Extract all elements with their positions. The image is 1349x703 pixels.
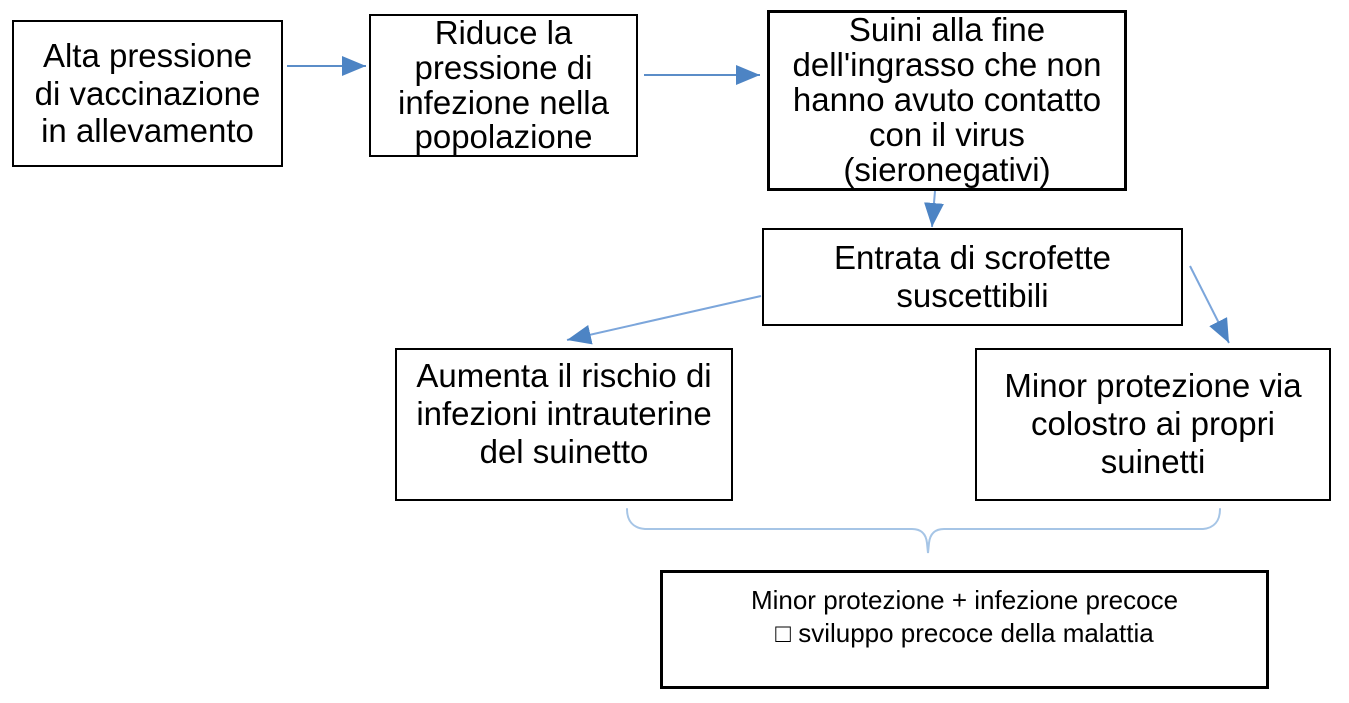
curly-brace-icon <box>626 508 1221 554</box>
node-alta-pressione: Alta pressione di vaccinazione in alleva… <box>12 20 283 167</box>
arrow-down-right-icon <box>1189 265 1230 344</box>
node-label: Aumenta il rischio di infezioni intraute… <box>416 357 712 470</box>
node-label: Minor protezione via colostro ai propri … <box>1004 367 1302 480</box>
node-rischio-intrauterine: Aumenta il rischio di infezioni intraute… <box>395 348 733 501</box>
node-suini-sieronegativi: Suini alla fine dell'ingrasso che non ha… <box>767 10 1127 191</box>
node-label: Alta pressione di vaccinazione in alleva… <box>34 36 261 150</box>
node-sviluppo-precoce: Minor protezione + infezione precoce □ s… <box>660 570 1269 689</box>
node-label: Entrata di scrofette suscettibili <box>834 239 1111 314</box>
node-entrata-scrofette: Entrata di scrofette suscettibili <box>762 228 1183 326</box>
node-label: Minor protezione + infezione precoce □ s… <box>750 585 1179 648</box>
node-minor-protezione-colostro: Minor protezione via colostro ai propri … <box>975 348 1331 501</box>
node-label: Riduce la pressione di infezione nella p… <box>398 13 609 156</box>
node-label: Suini alla fine dell'ingrasso che non ha… <box>792 11 1102 188</box>
arrow-down-icon <box>924 190 944 228</box>
node-riduce-pressione: Riduce la pressione di infezione nella p… <box>369 14 638 157</box>
arrow-down-left-icon <box>566 295 762 345</box>
